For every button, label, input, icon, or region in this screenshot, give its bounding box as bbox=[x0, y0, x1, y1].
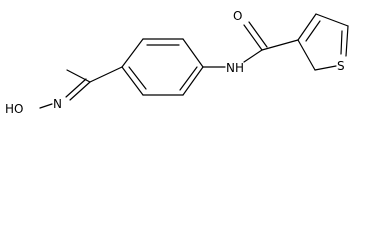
bond-ring-inner-2 bbox=[179, 66, 198, 91]
thiophene-sulfur-label: S bbox=[337, 59, 345, 73]
bond-c-n-double-a bbox=[69, 81, 91, 101]
chemical-structure: HO N NH O S bbox=[5, 9, 349, 116]
carbonyl-oxygen-label: O bbox=[233, 9, 242, 23]
bond-thiophene-4 bbox=[314, 65, 337, 71]
bonds bbox=[39, 13, 349, 109]
bond-ring-6 bbox=[121, 66, 144, 96]
bond-thiophene-inner-1 bbox=[305, 20, 321, 42]
bond-methyl bbox=[66, 69, 91, 83]
bond-imine-carbon-ring bbox=[89, 66, 123, 83]
bond-c-n-double-b bbox=[65, 78, 87, 98]
bond-nh-carbonyl bbox=[243, 49, 263, 63]
bond-thiophene-2 bbox=[315, 13, 349, 27]
imine-nitrogen-label: N bbox=[53, 97, 62, 111]
bond-thiophene-5 bbox=[297, 39, 316, 71]
amide-nh-label: NH bbox=[226, 61, 244, 75]
bond-thiophene-1 bbox=[297, 13, 317, 41]
hydroxy-label: HO bbox=[5, 102, 23, 116]
bond-ring-3 bbox=[182, 38, 204, 68]
bond-thiophene-inner-2 bbox=[340, 30, 343, 55]
bond-c-o-double-a bbox=[243, 24, 263, 51]
bond-ring-4 bbox=[182, 66, 204, 96]
atom-labels: HO N NH O S bbox=[5, 9, 345, 116]
bond-ring-inner-3 bbox=[128, 66, 147, 90]
bond-c-o-double-b bbox=[248, 21, 268, 48]
bond-thiophene-3 bbox=[345, 25, 349, 57]
bond-n-o bbox=[39, 103, 53, 109]
bond-ring-1 bbox=[121, 38, 144, 68]
bond-carbonyl-thiophene bbox=[261, 39, 299, 51]
